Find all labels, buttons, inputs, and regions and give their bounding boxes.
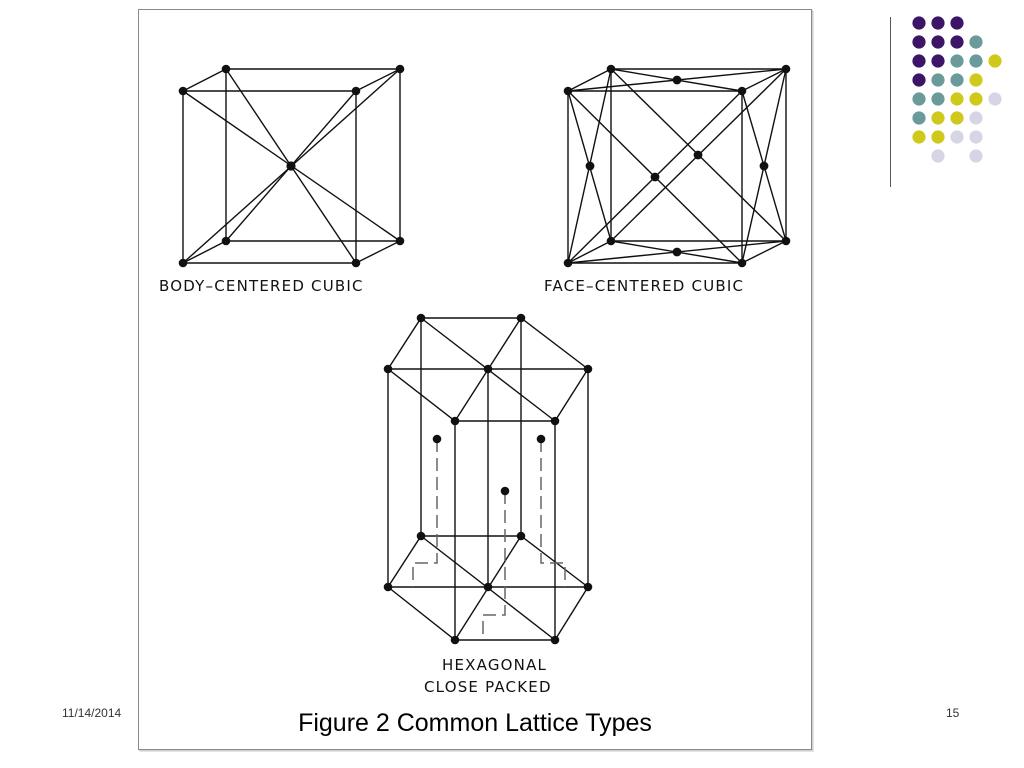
decorative-dot [912,73,926,87]
decorative-dot [969,149,983,163]
decorative-dot [988,54,1002,68]
decorative-dot [912,92,926,106]
decorative-dot [969,92,983,106]
decorative-dot [912,16,926,30]
figure-caption: Figure 2 Common Lattice Types [298,709,652,737]
decorative-dot [912,111,926,125]
decorative-divider-line [890,17,891,187]
slide-date: 11/14/2014 [62,706,122,720]
decorative-dot [950,73,964,87]
decorative-dot [950,16,964,30]
decorative-dot [912,54,926,68]
decorative-dot [931,111,945,125]
decorative-dot-grid [912,16,1002,163]
hcp-label-line1: HEXAGONAL [442,656,548,674]
decorative-dot [950,111,964,125]
lattice-drawings [178,64,791,645]
bcc-lattice-diagram [178,64,405,268]
decorative-dot [950,35,964,49]
decorative-dot [912,130,926,144]
bcc-label: BODY–CENTERED CUBIC [159,277,364,295]
slide-number: 15 [946,706,960,720]
decorative-dot [912,35,926,49]
decorative-dot [969,130,983,144]
fcc-lattice-diagram [563,64,791,268]
decorative-dot [931,35,945,49]
decorative-dot [950,130,964,144]
decorative-dot [931,149,945,163]
decorative-dot [988,92,1002,106]
decorative-dot [969,111,983,125]
decorative-dot [969,35,983,49]
decorative-dot [931,16,945,30]
hcp-lattice-diagram [383,313,593,645]
decorative-dot [969,73,983,87]
lattice-figure: BODY–CENTERED CUBIC FACE–CENTERED CUBIC … [138,9,812,750]
decorative-dot [950,92,964,106]
decorative-dot [931,73,945,87]
fcc-label: FACE–CENTERED CUBIC [544,277,745,295]
decorative-dot [931,130,945,144]
decorative-dot [931,92,945,106]
hcp-label-line2: CLOSE PACKED [424,678,552,696]
decorative-dot [969,54,983,68]
decorative-dot [950,54,964,68]
decorative-dot [931,54,945,68]
